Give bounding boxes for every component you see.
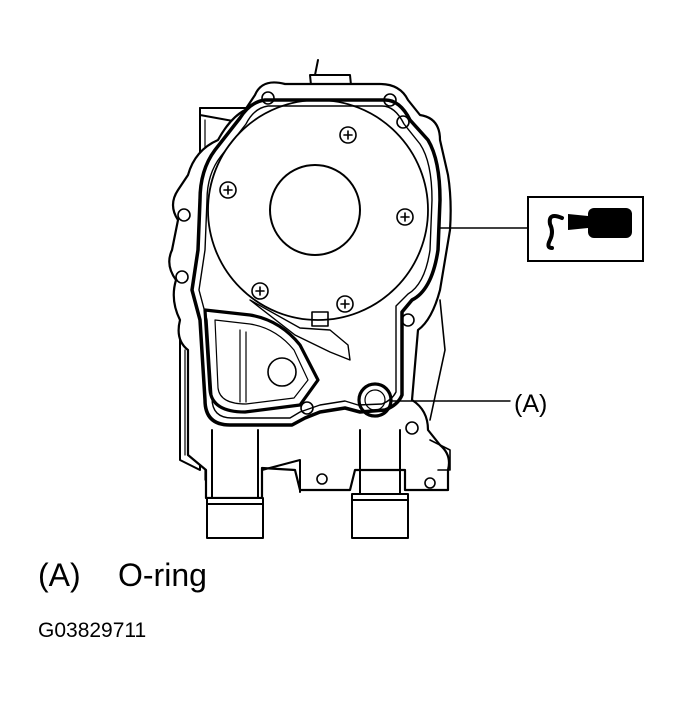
bolt-holes [175, 91, 436, 489]
passage-port [267, 357, 297, 387]
legend-key: (A) [38, 557, 81, 593]
lower-passage [203, 308, 320, 414]
o-ring-callout-label: (A) [514, 390, 548, 418]
pump-rotor-bore [269, 164, 361, 256]
liquid-gasket-sealant-icon [527, 196, 644, 262]
pump-chamber [207, 99, 429, 321]
cover-screws [219, 126, 414, 313]
outlet-pipes [206, 429, 409, 539]
figure-id: G03829711 [38, 619, 147, 642]
o-ring [357, 382, 393, 418]
legend-text: O-ring [118, 557, 207, 593]
